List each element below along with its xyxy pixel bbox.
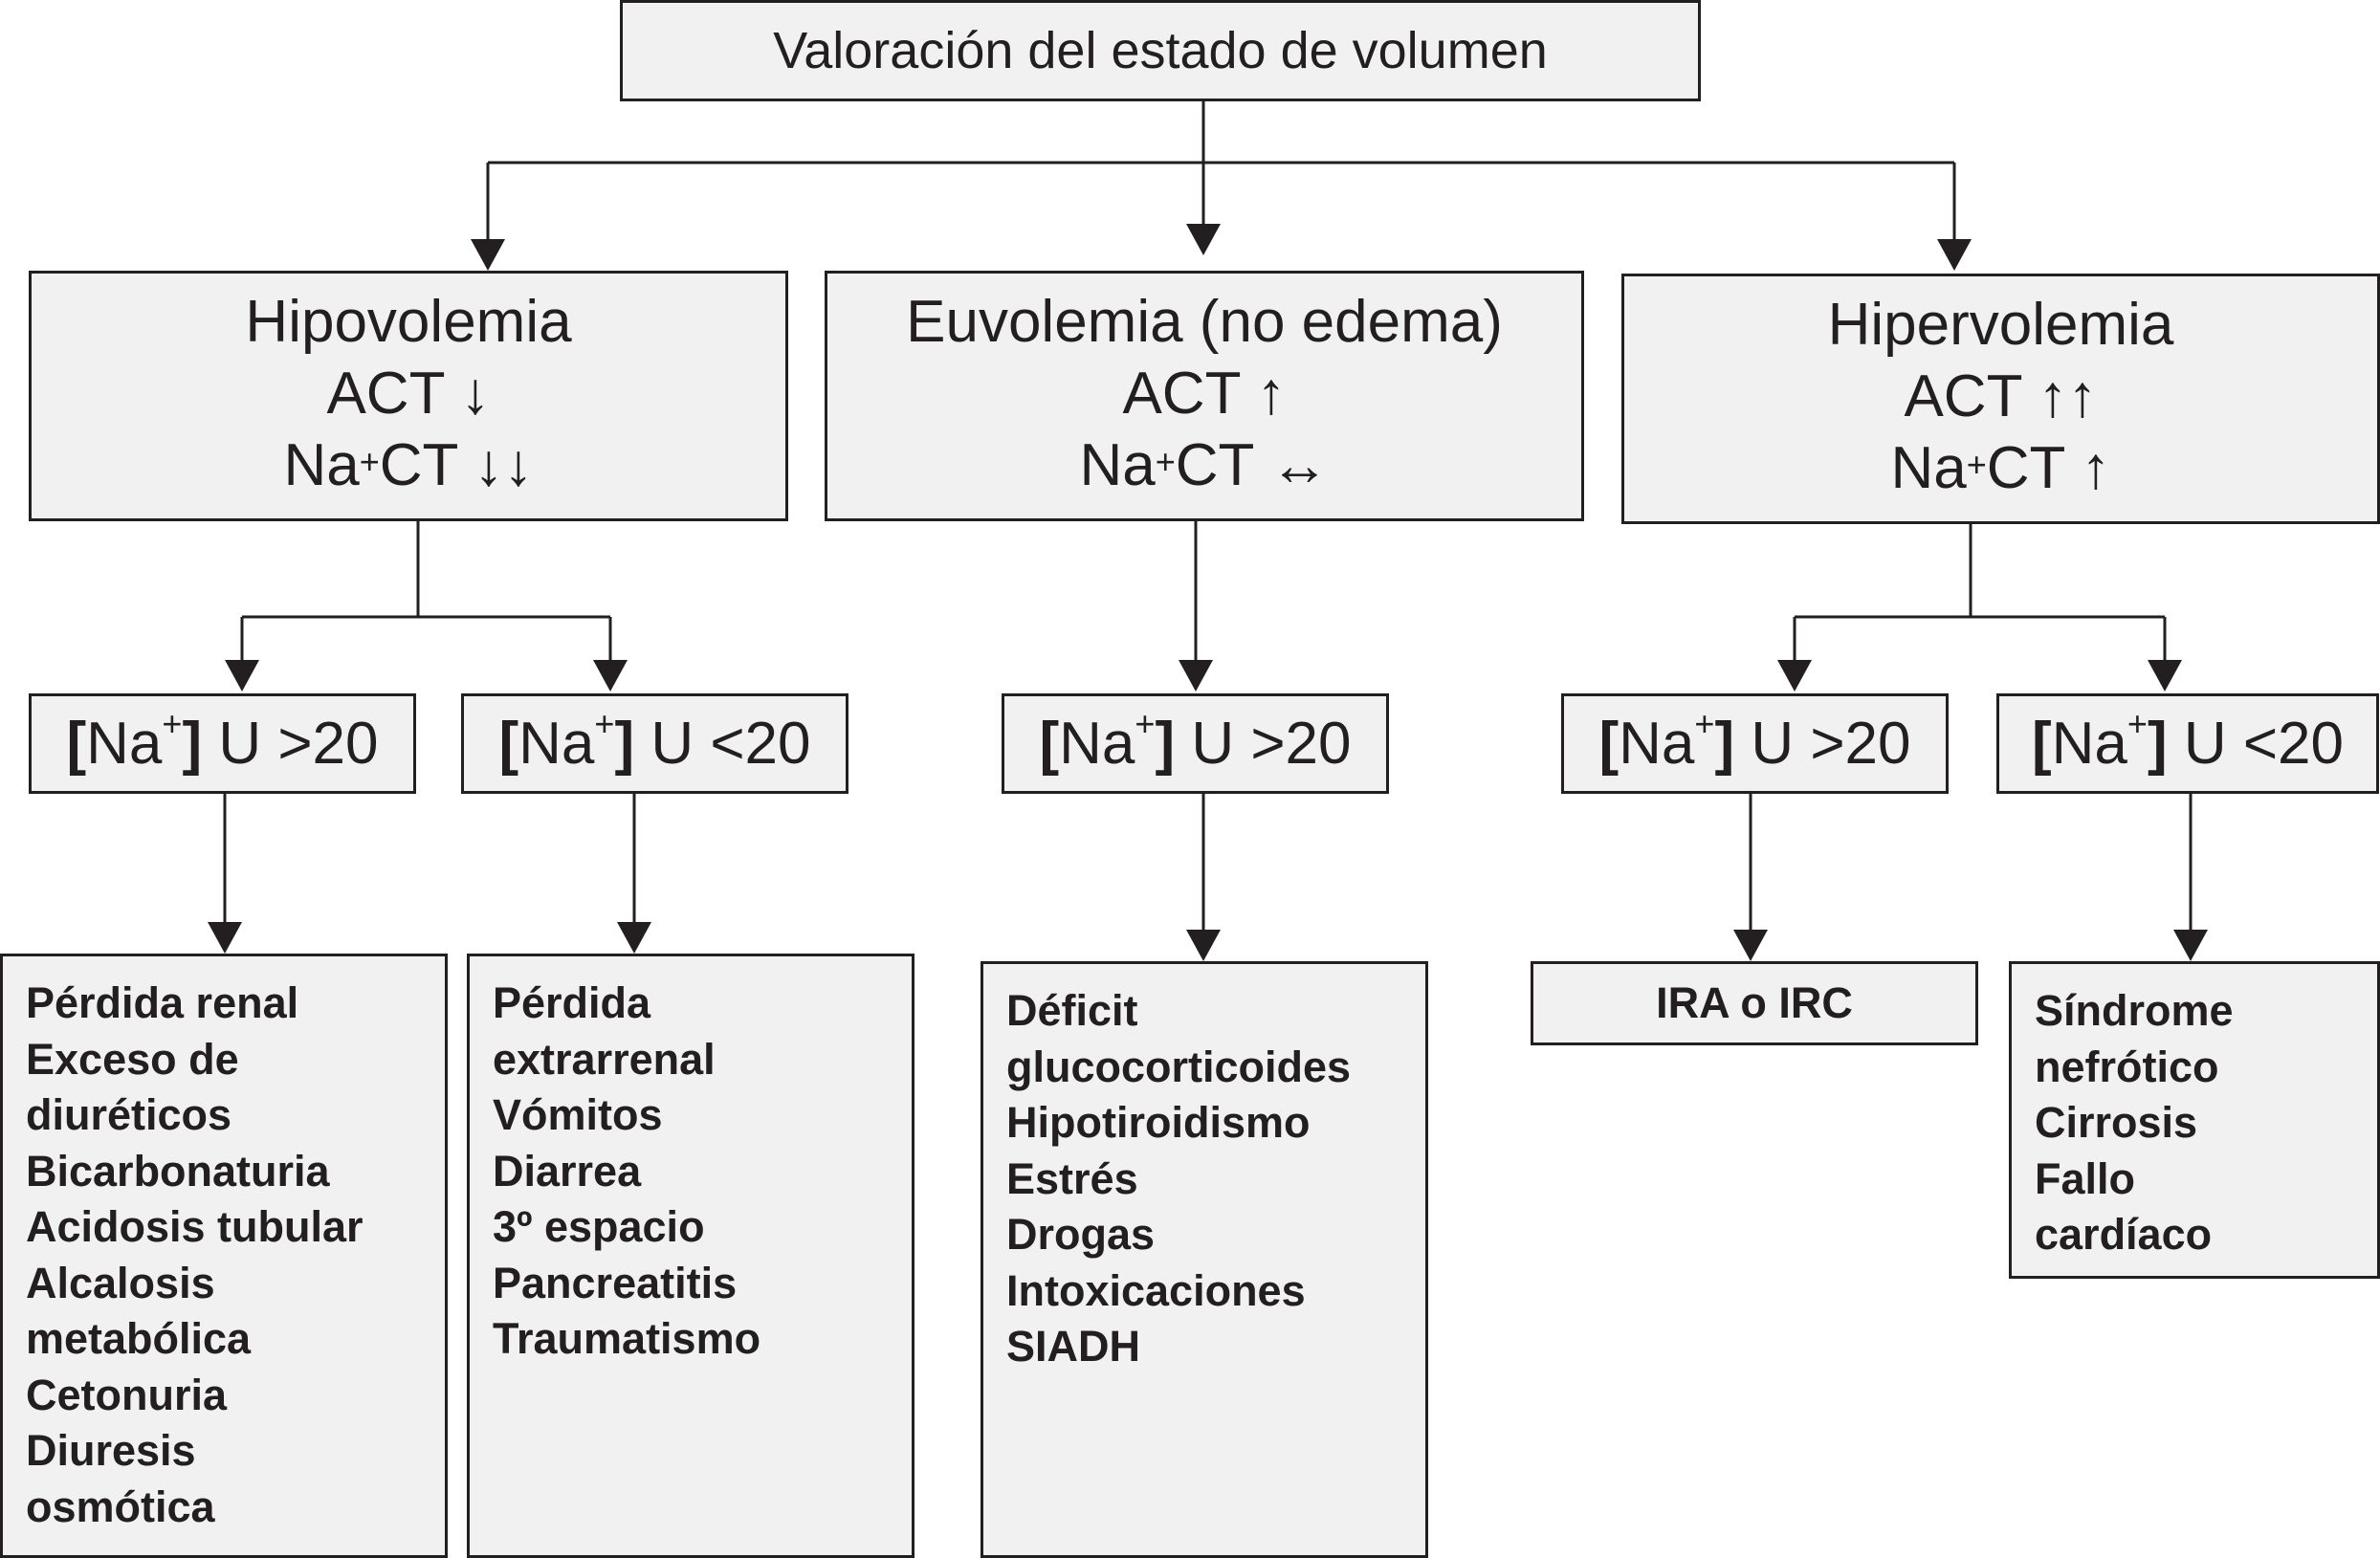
category-act: ACT ↑↑ (1904, 362, 2098, 429)
arrowhead-icon (1733, 930, 1768, 961)
list-item: Estrés (1006, 1153, 1138, 1203)
list-item: Pérdida (493, 978, 651, 1027)
arrowhead-icon (1937, 239, 1972, 271)
arrowhead-icon (2173, 930, 2208, 961)
list-item: Hipotiroidismo (1006, 1098, 1311, 1147)
causes-euvolemia: Déficit glucocorticoides Hipotiroidismo … (981, 961, 1428, 1558)
causes-hyper-renal: IRA o IRC (1531, 961, 1978, 1045)
condition-hyper-low: [Na+] U <20 (1996, 693, 2379, 794)
list-item: Traumatismo (493, 1314, 761, 1363)
condition-text: [Na+] U >20 (66, 704, 379, 777)
list-item: Alcalosis (26, 1258, 215, 1307)
list-item: cardíaco (2035, 1210, 2213, 1259)
arrowhead-icon (208, 922, 242, 954)
condition-hypo-high: [Na+] U >20 (29, 693, 416, 794)
list-item: Cirrosis (2035, 1098, 2198, 1147)
arrowhead-icon (225, 660, 259, 691)
category-na: Na+CT ↔ (1079, 431, 1330, 498)
list-item: Exceso de (26, 1034, 239, 1084)
category-euvolemia: Euvolemia (no edema) ACT ↑ Na+CT ↔ (825, 271, 1584, 521)
root-node: Valoración del estado de volumen (620, 0, 1701, 101)
list-item: extrarrenal (493, 1034, 716, 1084)
condition-euvo-high: [Na+] U >20 (1002, 693, 1389, 794)
list-item: Acidosis tubular (26, 1202, 364, 1251)
arrowhead-icon (1777, 660, 1812, 691)
category-name: Hipovolemia (245, 288, 572, 355)
causes-hypo-renal: Pérdida renal Exceso de diuréticos Bicar… (0, 954, 448, 1558)
root-label: Valoración del estado de volumen (773, 22, 1548, 79)
list-item: 3º espacio (493, 1202, 705, 1251)
list-item: glucocorticoides (1006, 1042, 1352, 1091)
list-item: SIADH (1006, 1322, 1141, 1371)
list-item: Drogas (1006, 1210, 1156, 1259)
category-na: Na+CT ↓↓ (283, 431, 534, 498)
condition-hyper-high: [Na+] U >20 (1561, 693, 1949, 794)
condition-text: [Na+] U >20 (1039, 704, 1352, 777)
list-item: metabólica (26, 1314, 252, 1363)
list-item: Bicarbonaturia (26, 1146, 330, 1196)
category-act: ACT ↑ (1122, 360, 1287, 427)
arrowhead-icon (1186, 930, 1221, 961)
arrowhead-icon (1179, 660, 1213, 691)
list-item: Síndrome (2035, 986, 2234, 1035)
list-item: Pérdida renal (26, 978, 299, 1027)
condition-hypo-low: [Na+] U <20 (461, 693, 848, 794)
list-item: Intoxicaciones (1006, 1265, 1306, 1315)
list-item: Fallo (2035, 1153, 2136, 1203)
list-item: Diarrea (493, 1146, 642, 1196)
category-name: Euvolemia (no edema) (906, 288, 1503, 355)
arrowhead-icon (2148, 660, 2182, 691)
list-item: diuréticos (26, 1090, 232, 1139)
causes-hyper-edema: Síndrome nefrótico Cirrosis Fallo cardía… (2009, 961, 2380, 1279)
condition-text: [Na+] U <20 (498, 704, 811, 777)
list-item: osmótica (26, 1481, 215, 1531)
arrowhead-icon (471, 239, 505, 271)
list-item: Déficit (1006, 986, 1138, 1035)
arrowhead-icon (1186, 224, 1221, 255)
arrowhead-icon (593, 660, 628, 691)
list-item: Diuresis (26, 1426, 196, 1475)
arrowhead-icon (617, 922, 651, 954)
category-hypervolemia: Hipervolemia ACT ↑↑ Na+CT ↑ (1621, 274, 2380, 524)
causes-hypo-extrarenal: Pérdida extrarrenal Vómitos Diarrea 3º e… (467, 954, 915, 1558)
list-item: Pancreatitis (493, 1258, 738, 1307)
list-item: IRA o IRC (1656, 977, 1853, 1027)
list-item: Cetonuria (26, 1370, 228, 1419)
list-item: nefrótico (2035, 1042, 2219, 1091)
category-name: Hipervolemia (1827, 291, 2174, 358)
category-hypovolemia: Hipovolemia ACT ↓ Na+CT ↓↓ (29, 271, 788, 521)
category-na: Na+CT ↑ (1890, 434, 2111, 501)
condition-text: [Na+] U <20 (2031, 704, 2344, 777)
condition-text: [Na+] U >20 (1598, 704, 1911, 777)
list-item: Vómitos (493, 1090, 663, 1139)
category-act: ACT ↓ (326, 360, 491, 427)
